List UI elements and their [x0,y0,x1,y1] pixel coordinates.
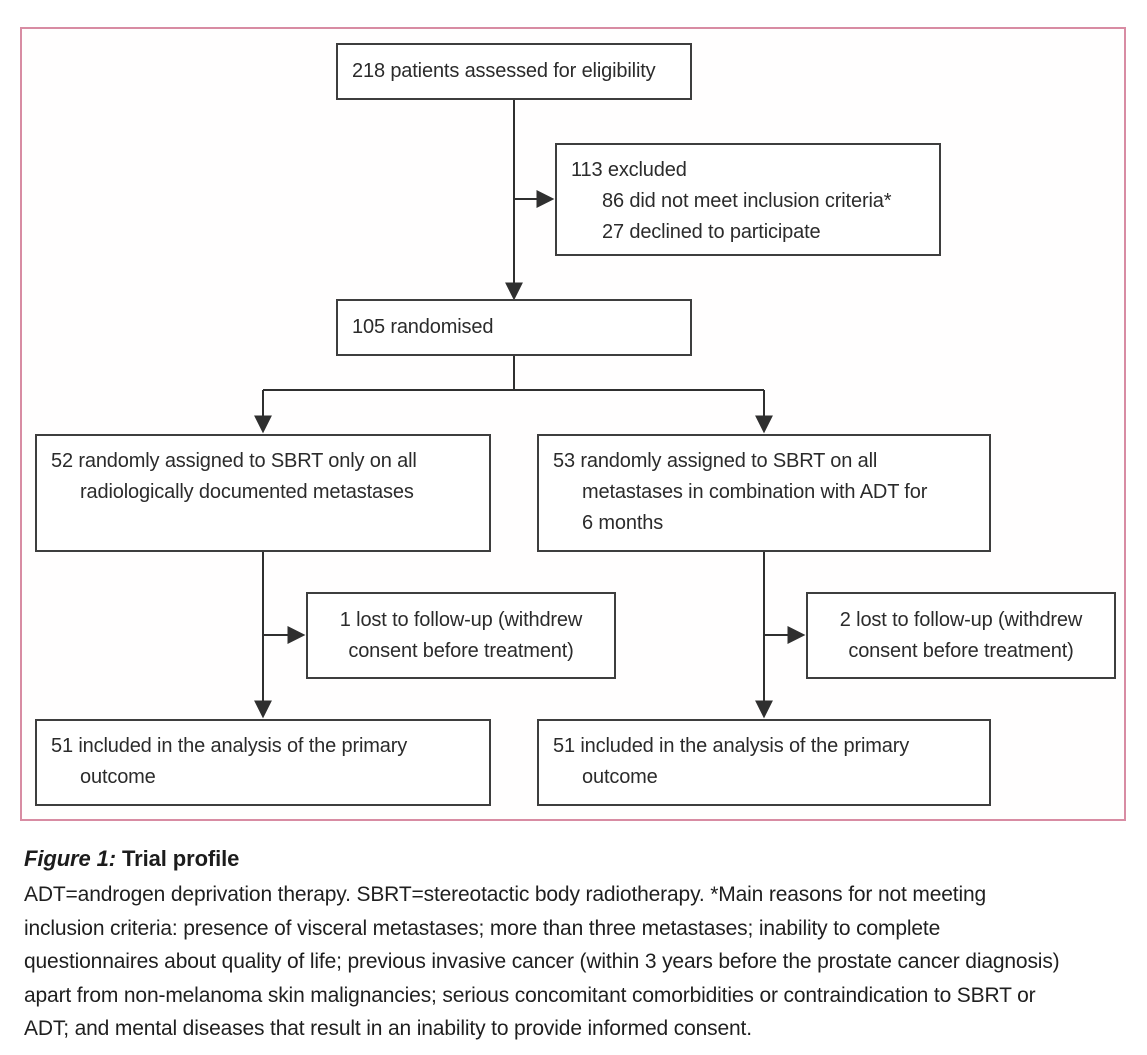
flow-box-analysis-sbrt-adt: 51 included in the analysis of the prima… [537,719,991,806]
caption-body-line: inclusion criteria: presence of visceral… [24,916,941,940]
flow-box-text: 2 lost to follow-up (withdrew [839,608,1083,631]
flow-box-text: 6 months [582,512,664,534]
caption-body-line: ADT=androgen deprivation therapy. SBRT=s… [24,883,987,906]
figure-title-text: Trial profile [116,846,240,871]
flow-box-text: 113 excluded [571,159,687,181]
flow-box-text: 52 randomly assigned to SBRT only on all [51,450,417,472]
flow-box-text: 27 declined to participate [602,221,821,243]
flow-box-eligibility: 218 patients assessed for eligibility [336,43,692,100]
flow-box-arm-sbrt-adt: 53 randomly assigned to SBRT on all meta… [537,434,991,552]
flow-box-arm-sbrt-only: 52 randomly assigned to SBRT only on all… [35,434,491,552]
flow-box-text: outcome [582,766,658,788]
flow-box-text: radiologically documented metastases [80,481,414,503]
flow-box-text: 105 randomised [352,316,494,338]
flow-box-lost-followup-sbrt-adt: 2 lost to follow-up (withdrew consent be… [806,592,1116,679]
figure-caption: Figure 1: Trial profile ADT=androgen dep… [24,843,1134,1046]
flow-box-text: 86 did not meet inclusion criteria* [602,190,892,212]
flow-box-text: 51 included in the analysis of the prima… [553,735,910,757]
flow-box-text: 51 included in the analysis of the prima… [51,735,408,757]
flow-box-text: consent before treatment) [848,639,1074,662]
figure-caption-title: Figure 1: Trial profile [24,843,1134,875]
flow-box-text: 53 randomly assigned to SBRT on all [553,450,878,472]
caption-body-line: ADT; and mental diseases that result in … [24,1017,752,1040]
flow-box-text: 1 lost to follow-up (withdrew [339,608,583,631]
flow-box-text: consent before treatment) [348,639,574,662]
figure-number-label: Figure 1: [24,846,116,871]
flow-box-excluded: 113 excluded 86 did not meet inclusion c… [555,143,941,256]
caption-body-line: apart from non-melanoma skin malignancie… [24,983,1036,1007]
flow-box-text: metastases in combination with ADT for [582,481,928,503]
flow-box-lost-followup-sbrt: 1 lost to follow-up (withdrew consent be… [306,592,616,679]
caption-body-line: questionnaires about quality of life; pr… [24,950,1060,973]
flow-box-text: 218 patients assessed for eligibility [352,60,656,82]
flow-box-text: outcome [80,766,156,788]
flow-box-analysis-sbrt: 51 included in the analysis of the prima… [35,719,491,806]
flow-box-randomised: 105 randomised [336,299,692,356]
